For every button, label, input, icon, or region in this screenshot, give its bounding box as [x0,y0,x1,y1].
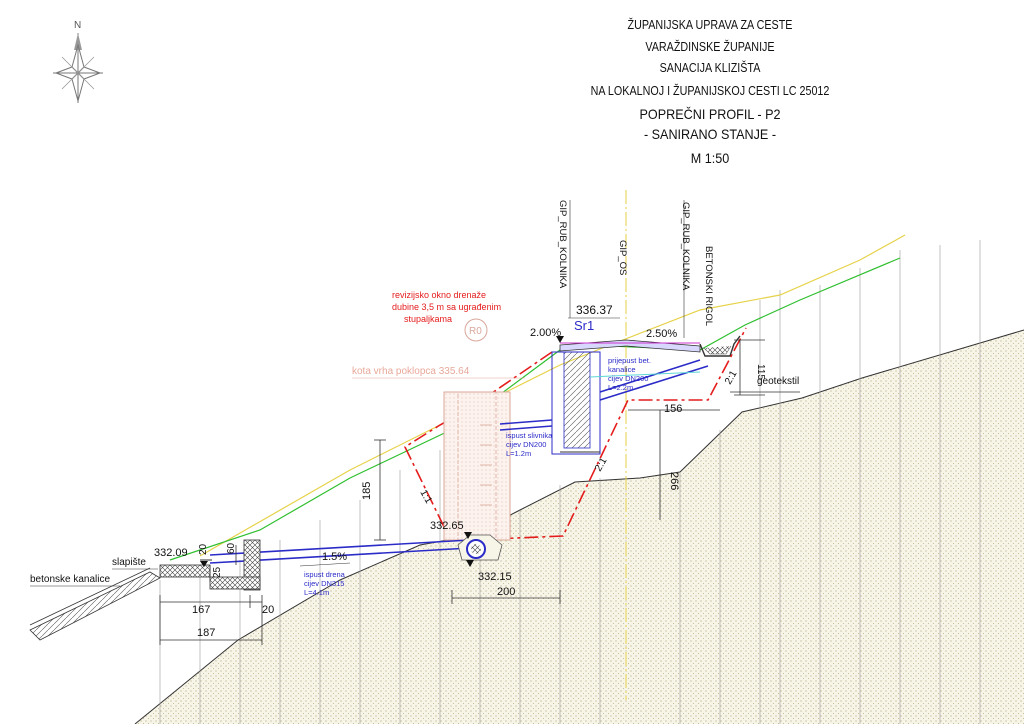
drain-note-2: cijev DN315 [304,579,344,588]
concrete-channel-steps [29,567,161,641]
north-arrow-icon: N [53,20,103,103]
dim-200: 200 [497,586,515,598]
elevation-pipe-top: 332.65 [430,520,464,532]
concrete-gutter [699,335,741,357]
title-line-7: M 1:50 [690,150,730,166]
dim-266: 266 [668,472,680,490]
label-geotekstil: geotekstil [757,376,799,387]
manhole-note-3: stupaljkama [404,314,452,324]
dim-156: 156 [664,403,682,415]
gully-note-1: ispust slivnika [506,431,553,440]
manhole-note-1: revizijsko okno drenaže [392,290,486,300]
manhole-tag: R0 [469,326,482,337]
gully-note-2: cijev DN200 [506,440,546,449]
title-line-4: NA LOKALNOJ I ŽUPANIJSKOJ CESTI LC 25012 [590,84,830,98]
title-line-1: ŽUPANIJSKA UPRAVA ZA CESTE [627,18,793,32]
dim-20b: 20 [198,543,209,555]
gully-note-3: L=1.2m [506,449,531,458]
dim-115: 115 [755,364,766,380]
road-code: Sr1 [574,318,594,333]
slope-ratio-mid: 2:1 [593,456,610,474]
dim-167: 167 [192,604,210,616]
label-gip-os: GIP_OS [617,240,628,275]
elevation-outlet: 332.09 [154,547,188,559]
slope-right-lane: 2.50% [646,328,677,340]
north-label: N [74,20,81,31]
gully-inlet [551,351,601,455]
culvert-note-4: L=2.2m [608,383,633,392]
label-betonske-kanalice: betonske kanalice [30,574,110,585]
title-line-6: - SANIRANO STANJE - [643,126,777,142]
road-pavement [559,339,701,353]
label-slapiste: slapište [112,557,146,568]
culvert-note-3: cijev DN200 [608,374,648,383]
elevation-road-edge: 336.37 [576,303,613,317]
dim-185: 185 [361,482,373,500]
slope-left-lane: 2.00% [530,327,561,339]
station-lines [159,240,981,724]
dim-60: 60 [226,542,237,554]
label-gip-rub-kolnika-right: GIP_RUB_KOLNIKA [680,202,691,291]
dim-20a: 20 [262,604,274,616]
manhole-note-2: dubine 3,5 m sa ugrađenim [392,302,501,312]
outlet-structure [159,539,261,591]
dim-187: 187 [197,627,215,639]
drain-note-3: L=4.1m [304,588,329,597]
culvert-note-1: prijepust bet. [608,356,651,365]
label-gip-rub-kolnika-left: GIP_RUB_KOLNIKA [557,200,568,289]
drain-note-1: ispust drena [304,570,346,579]
slope-ratio-right: 2:1 [723,369,740,387]
title-line-5: POPREČNI PROFIL - P2 [639,106,781,122]
dimension-lines [159,339,800,645]
elevation-pipe-bottom: 332.15 [478,571,512,583]
natural-ground-hatch [135,330,1024,724]
manhole-shaft [443,391,511,541]
slope-drain-pipe: 1.5% [322,551,347,563]
elevation-manhole-top: kota vrha poklopca 335.64 [352,366,470,377]
dim-25: 25 [212,566,223,578]
culvert-note-2: kanalice [608,365,636,374]
title-line-2: VARAŽDINSKE ŽUPANIJE [645,40,775,54]
label-betonski-rigol: BETONSKI RIGOL [703,246,714,326]
natural-ground-line [134,329,1024,724]
title-line-3: SANACIJA KLIZIŠTA [659,61,761,75]
